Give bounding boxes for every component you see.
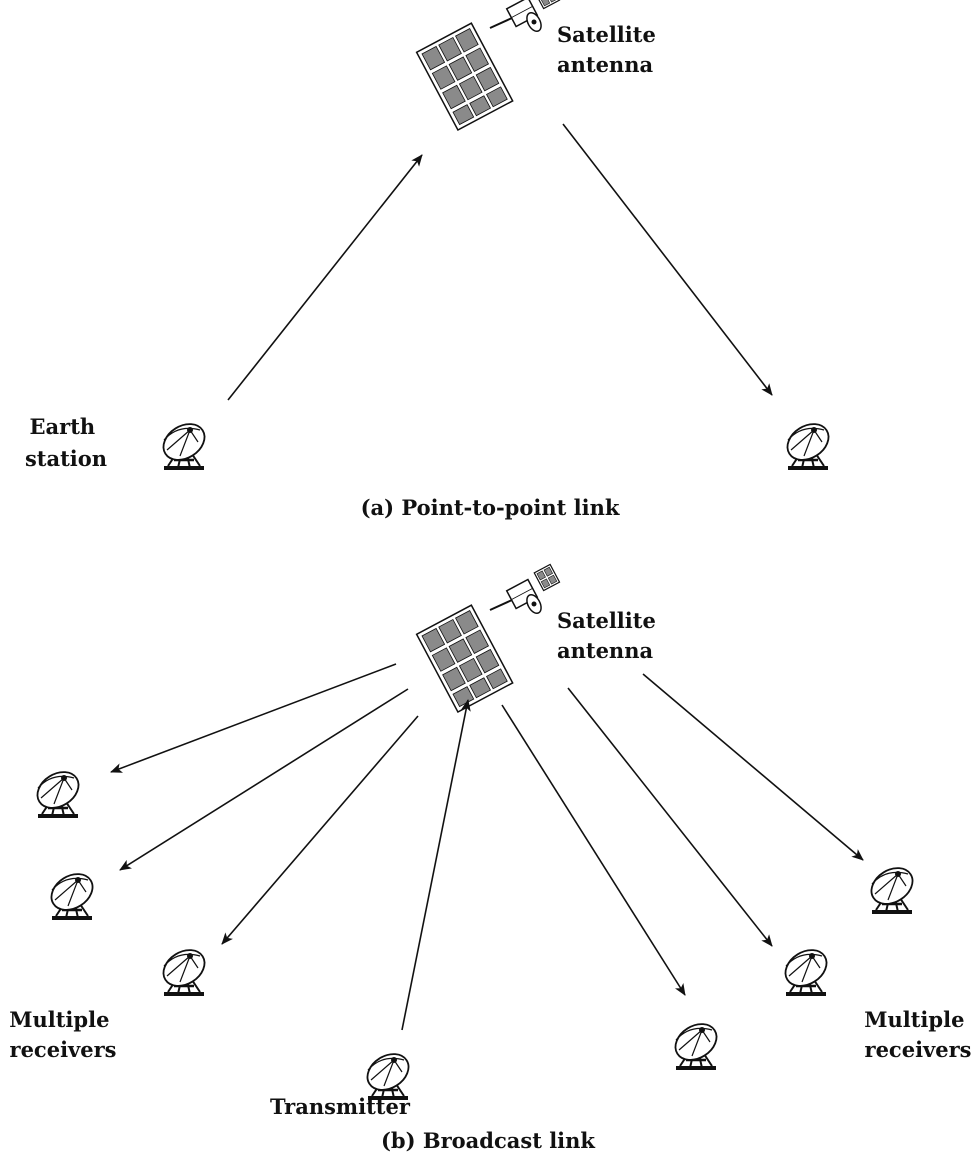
satellite-a-label: Satellite antenna: [557, 22, 663, 77]
receiver-dish-icon: [28, 762, 88, 818]
left-receivers-label: Multiple receivers: [9, 1007, 117, 1062]
caption-a: (a) Point-to-point link: [361, 495, 620, 520]
transmitter-dish-icon: [358, 1044, 418, 1100]
downlink-arrow: [567, 687, 773, 947]
receiver-dish-icon: [666, 1014, 726, 1070]
receiver-dish-icon: [42, 864, 102, 920]
downlink-arrow: [501, 704, 686, 996]
downlink-arrow: [642, 673, 864, 861]
right-receivers-label: Multiple receivers: [864, 1007, 972, 1062]
uplink-arrow: [227, 154, 423, 401]
downlink-arrow: [221, 715, 419, 945]
earth-station-transmit-icon: [154, 414, 214, 470]
downlink-arrow: [562, 123, 773, 396]
receiver-dish-icon: [154, 940, 214, 996]
downlink-arrow: [119, 688, 409, 871]
transmitter-label: Transmitter: [270, 1094, 411, 1119]
satellite-b-label: Satellite antenna: [557, 608, 663, 663]
earth-station-label: Earth station: [25, 414, 107, 471]
receiver-dish-icon: [862, 858, 922, 914]
panel-a-point-to-point: Satellite antenna Earth station (a) Poin…: [25, 0, 838, 520]
satellite-a-icon: [415, 0, 561, 131]
receiver-dish-icon: [776, 940, 836, 996]
caption-b: (b) Broadcast link: [381, 1128, 595, 1153]
earth-station-receive-icon: [778, 414, 838, 470]
panel-b-broadcast: Satellite antenna Multiple receivers Mul…: [9, 563, 972, 1153]
downlink-arrow: [110, 663, 397, 773]
satellite-b-icon: [415, 563, 561, 713]
uplink-arrow: [401, 699, 471, 1031]
